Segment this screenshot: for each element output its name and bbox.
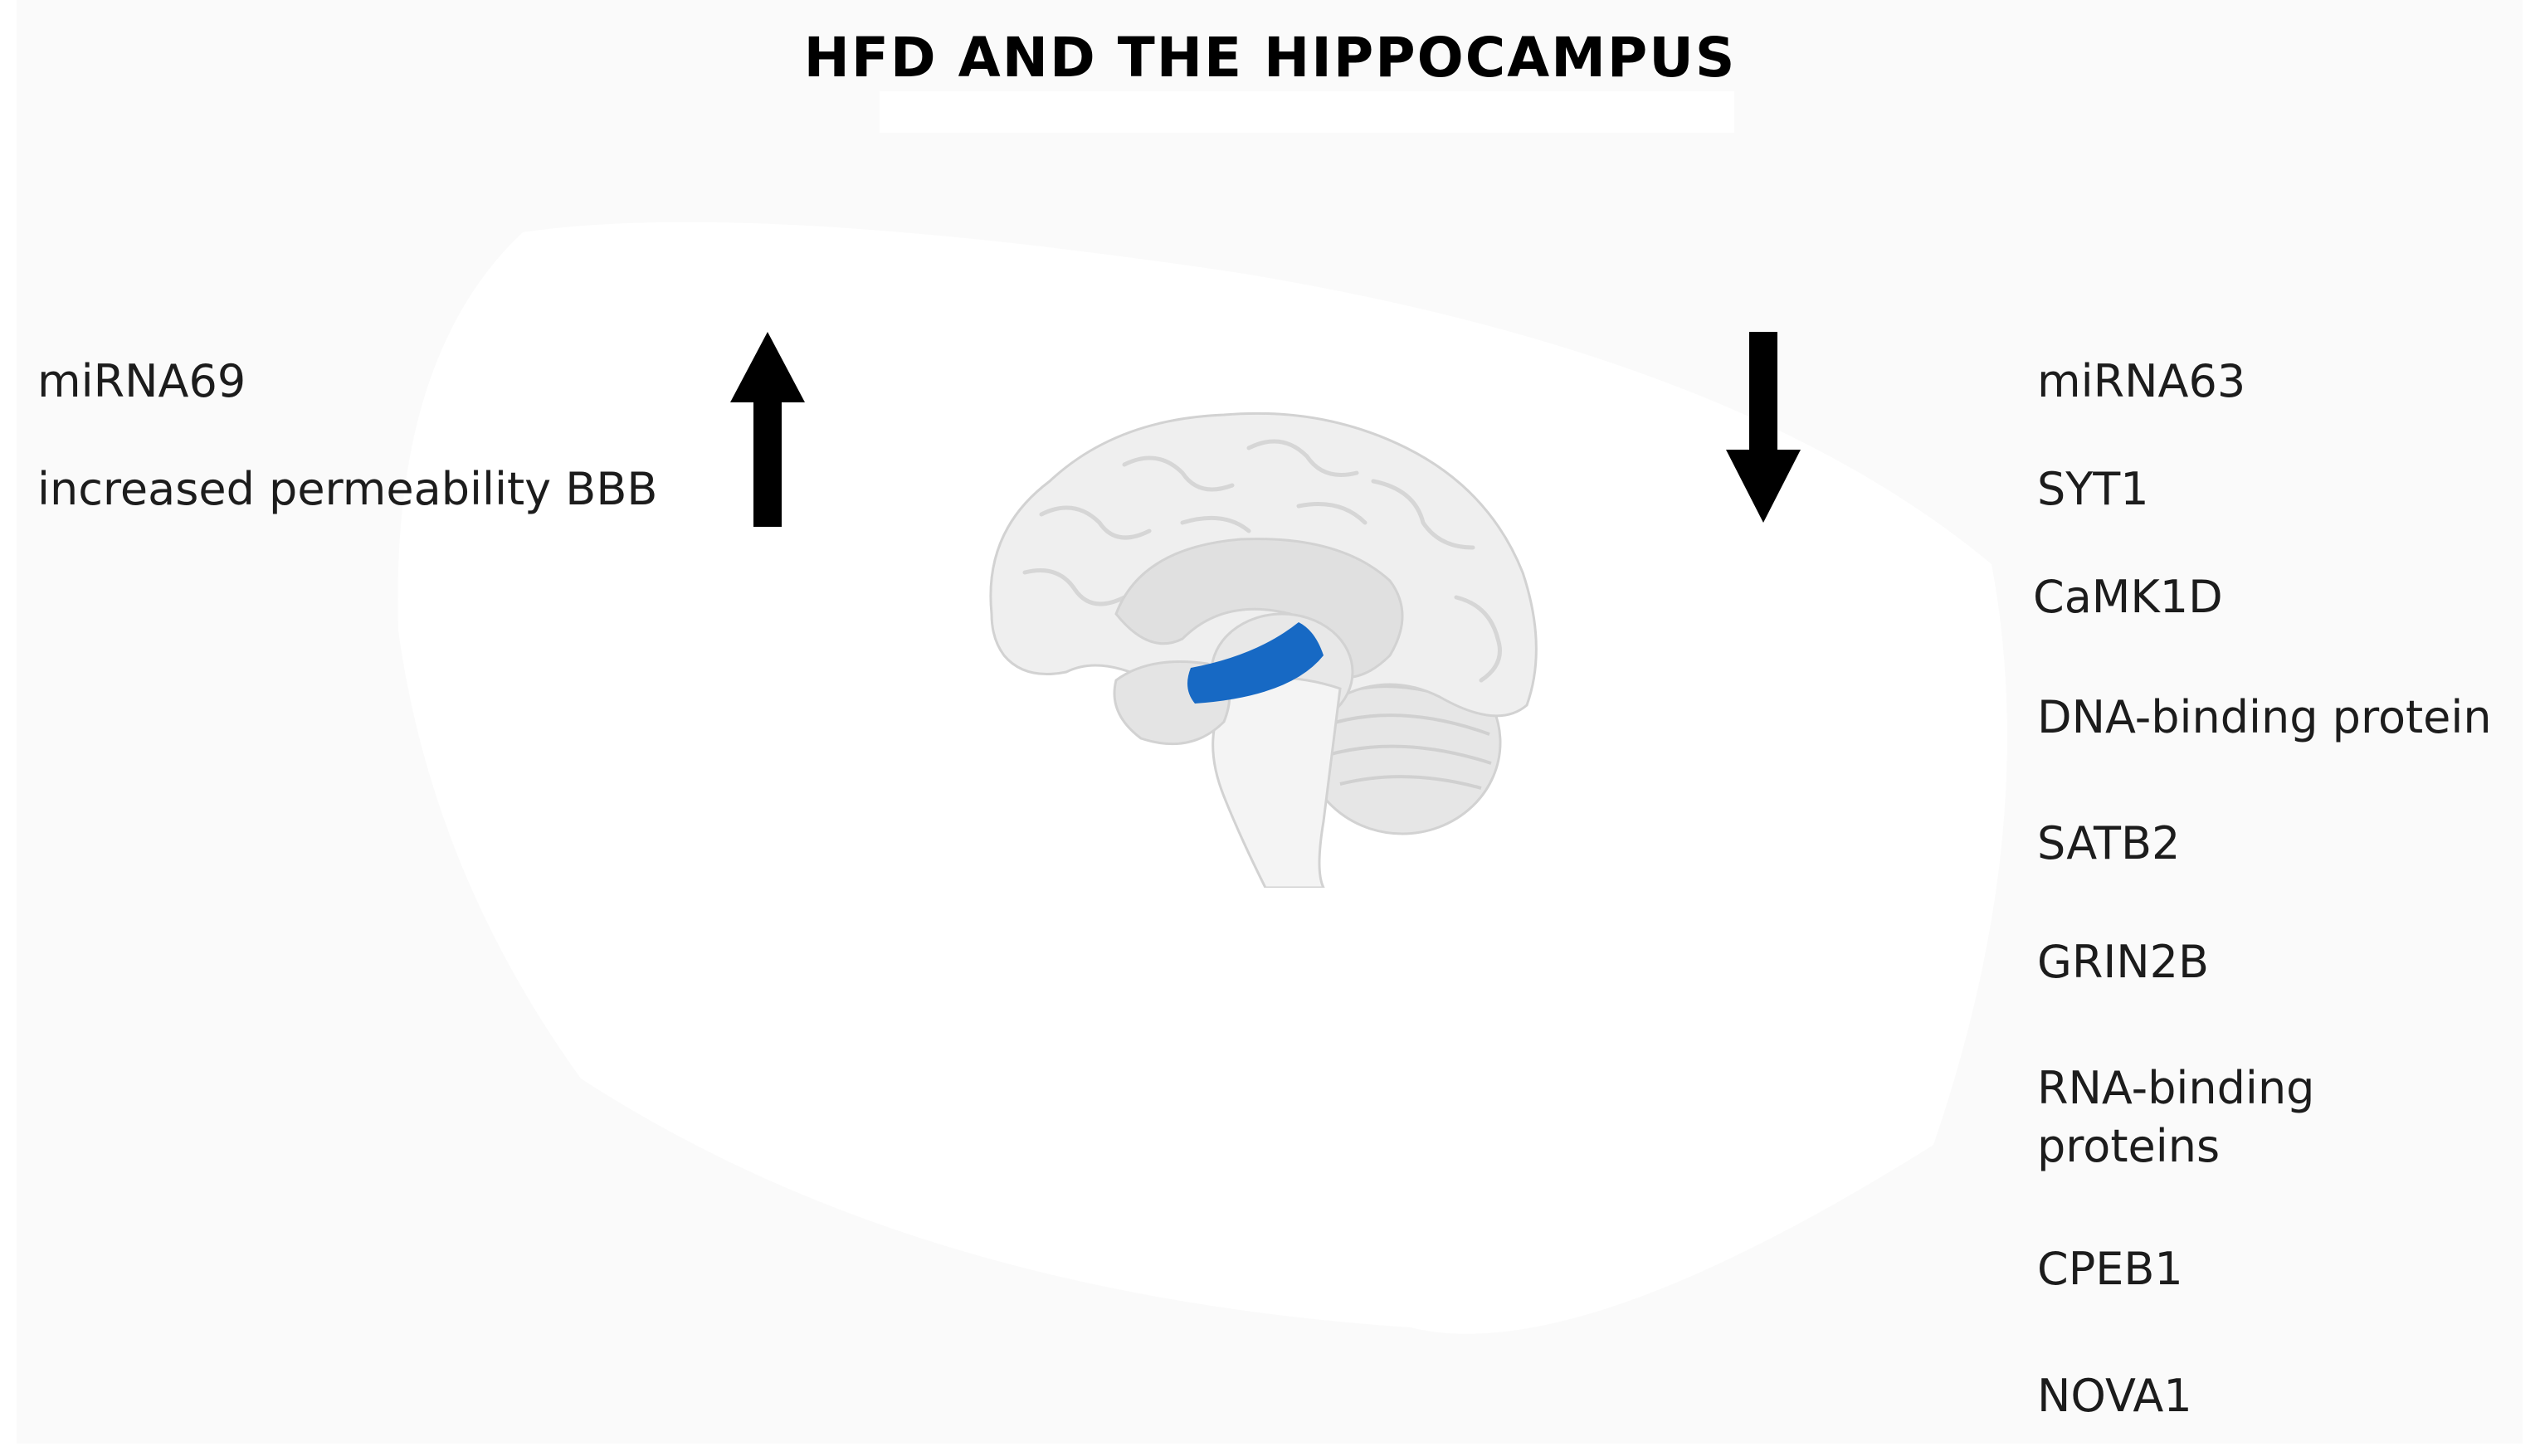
brain-icon <box>989 411 1538 888</box>
decreased-item-rna-binding-proteins: RNA-binding proteins <box>2037 1062 2315 1172</box>
decreased-item-satb2: SATB2 <box>2037 817 2181 869</box>
decreased-item-dna-binding-protein: DNA-binding protein <box>2037 691 2492 743</box>
up-arrow-icon <box>730 332 805 527</box>
hippocampus-region <box>1187 622 1324 704</box>
down-arrow-icon <box>1726 332 1801 523</box>
decreased-item-camk1d: CaMK1D <box>2033 571 2223 623</box>
decreased-item-nova1: NOVA1 <box>2037 1370 2192 1422</box>
increased-item-bbb-permeability: increased permeability BBB <box>37 463 658 515</box>
page-title: HFD AND THE HIPPOCAMPUS <box>803 26 1737 90</box>
brainstem <box>1211 676 1342 888</box>
decreased-item-mirna63: miRNA63 <box>2037 355 2246 407</box>
decreased-item-grin2b: GRIN2B <box>2037 936 2210 988</box>
decreased-item-syt1: SYT1 <box>2037 463 2149 515</box>
decreased-item-cpeb1: CPEB1 <box>2037 1243 2183 1295</box>
gyri <box>1022 439 1502 683</box>
increased-item-mirna69: miRNA69 <box>37 355 246 407</box>
